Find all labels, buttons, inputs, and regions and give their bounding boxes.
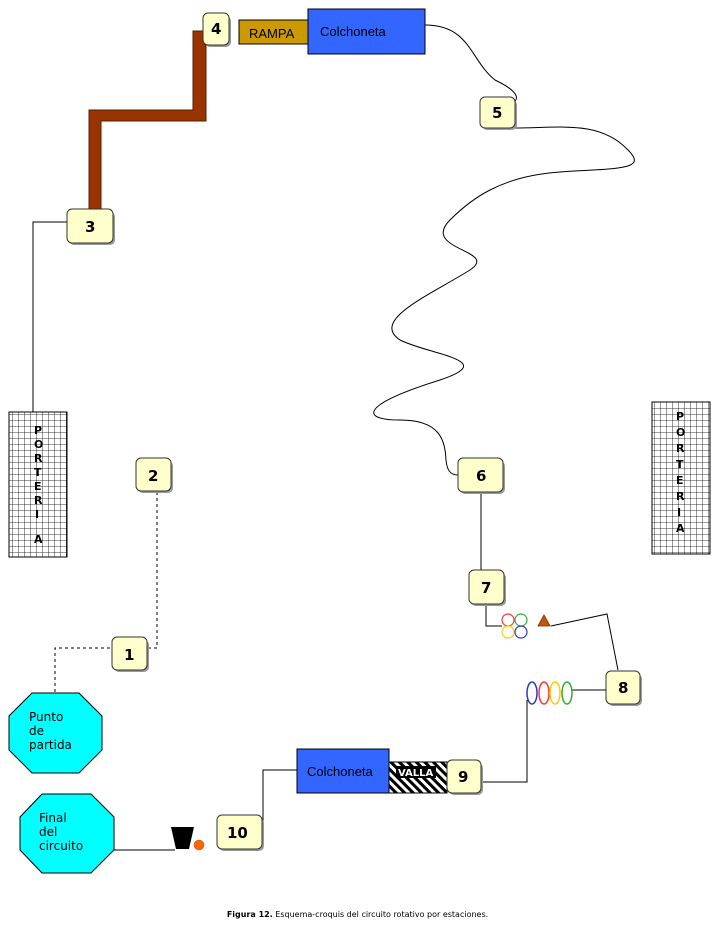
goal-right-letter: E — [676, 474, 684, 487]
mat-top: Colchoneta — [307, 8, 426, 55]
route-cone-to-8 — [550, 613, 619, 671]
ramp: RAMPA — [238, 19, 309, 45]
station-5-label: 5 — [492, 104, 502, 122]
goal-right-letter: R — [676, 490, 685, 503]
station-10-label: 10 — [227, 824, 248, 842]
dashed-route — [54, 492, 158, 692]
ball-icon — [193, 839, 205, 851]
hurdle: VALLA — [388, 761, 448, 794]
goal-left-letter: R — [34, 494, 43, 507]
station-8: 8 — [605, 670, 642, 706]
cone-icon — [537, 614, 551, 627]
station-9-label: 9 — [458, 768, 468, 786]
caption-figure-number: Figura 12. — [226, 910, 273, 919]
goal-right-letter: T — [676, 458, 684, 471]
goal-left-letter: P — [34, 424, 42, 437]
station-2: 2 — [135, 457, 173, 493]
mat-bottom: Colchoneta — [296, 748, 390, 794]
goal-right: P O R T E R I A — [651, 401, 711, 555]
start-label-line: de — [29, 724, 44, 738]
station-2-label: 2 — [148, 467, 158, 485]
goal-right-letter: P — [676, 410, 684, 423]
goal-left-letter: A — [34, 533, 43, 546]
station-6: 6 — [457, 457, 505, 494]
finish-label-line: del — [39, 825, 57, 839]
route-3-to-goal — [32, 221, 67, 412]
station-10: 10 — [216, 814, 264, 851]
station-7-label: 7 — [481, 579, 491, 597]
station-6-label: 6 — [476, 467, 486, 485]
goal-left-letter: T — [34, 466, 42, 479]
goal-left: P O R T E R I A — [8, 411, 68, 558]
station-8-label: 8 — [618, 679, 628, 697]
station-1: 1 — [111, 636, 149, 672]
goal-right-letter: R — [676, 442, 685, 455]
finish-label-line: Final — [39, 811, 67, 825]
finish-label-line: circuito — [39, 839, 83, 853]
goal-left-letter: E — [34, 480, 42, 493]
start-label-line: Punto — [29, 710, 63, 724]
route-5-to-6 — [373, 24, 635, 476]
station-3: 3 — [66, 208, 115, 245]
route-rings-to-9 — [481, 700, 528, 783]
figure-caption: Figura 12. Esquema-croquis del circuito … — [0, 910, 715, 919]
station-7: 7 — [468, 569, 506, 606]
route-mat-to-10 — [262, 769, 297, 834]
rings — [526, 681, 573, 705]
hoops — [501, 613, 528, 639]
mat-bottom-label: Colchoneta — [307, 764, 374, 779]
station-5: 5 — [479, 96, 517, 130]
route-7-to-hoops — [485, 604, 502, 627]
balance-beam — [88, 30, 207, 211]
mat-top-label: Colchoneta — [320, 24, 387, 39]
ramp-label: RAMPA — [249, 26, 295, 41]
hurdle-label: VALLA — [398, 768, 434, 779]
start-label-line: partida — [29, 738, 72, 752]
goal-right-letter: A — [676, 522, 685, 535]
finish-octagon: Final del circuito — [19, 793, 115, 874]
station-9: 9 — [446, 759, 483, 795]
caption-text: Esquema-croquis del circuito rotativo po… — [272, 910, 489, 919]
goal-left-letter: R — [34, 452, 43, 465]
goal-left-letter: O — [34, 438, 43, 451]
goal-left-letter: I — [35, 508, 39, 521]
goal-right-letter: O — [676, 426, 685, 439]
start-octagon: Punto de partida — [8, 692, 103, 774]
station-1-label: 1 — [124, 646, 134, 664]
route-lines — [32, 24, 635, 851]
station-4-label: 4 — [211, 20, 221, 38]
station-4: 4 — [202, 12, 231, 47]
station-3-label: 3 — [85, 218, 95, 236]
bucket-icon — [171, 827, 194, 849]
goal-right-letter: I — [677, 506, 681, 519]
